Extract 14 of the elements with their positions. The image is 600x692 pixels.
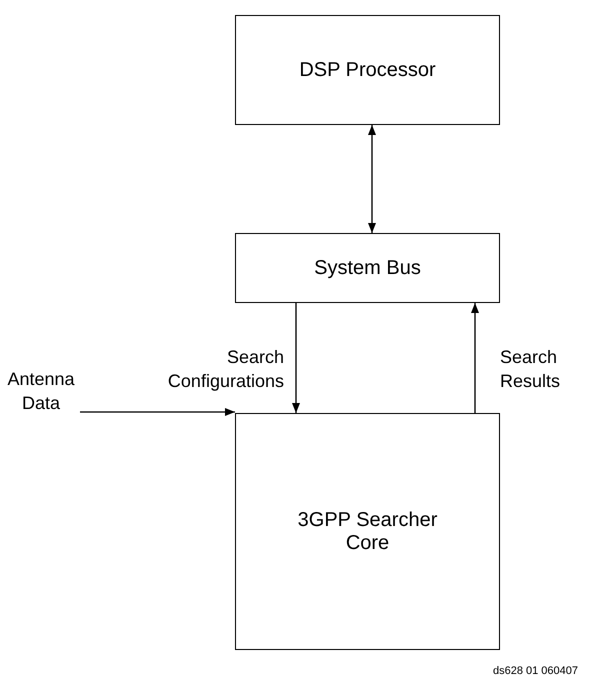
block-title: DSP Processor (299, 58, 436, 82)
arrow (471, 303, 479, 413)
block-box (235, 233, 500, 303)
block-title: System Bus (314, 256, 421, 280)
input-label: Antenna Data (4, 366, 78, 416)
figure-id: ds628 01 060407 (492, 664, 578, 678)
block-title: 3GPP Searcher Core (296, 508, 438, 554)
block-box (235, 15, 500, 125)
edge-label: Search Configurations (166, 346, 284, 393)
arrow (368, 125, 376, 233)
arrow (80, 408, 235, 416)
edge-label: Search Results (500, 346, 562, 393)
block-box (235, 413, 500, 650)
arrow (292, 303, 300, 413)
